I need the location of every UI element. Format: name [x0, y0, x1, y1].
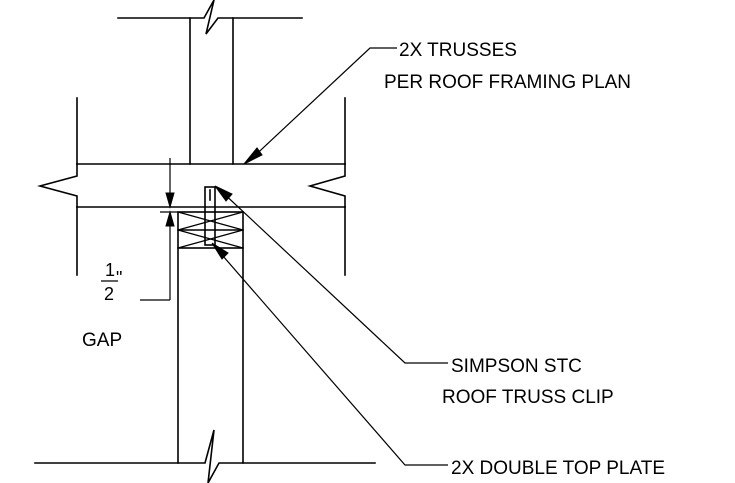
stud-wall — [34, 247, 376, 483]
label-trusses-line2: PER ROOF FRAMING PLAN — [384, 72, 631, 93]
leader-trusses — [243, 47, 397, 165]
double-top-plate — [177, 211, 244, 249]
simpson-stc-clip — [204, 186, 216, 246]
adjacent-members — [76, 97, 346, 276]
leader-top-plate — [211, 242, 448, 466]
label-clip-line1: SIMPSON STC — [451, 356, 582, 377]
label-top-plate: 2X DOUBLE TOP PLATE — [451, 458, 665, 479]
gap-fraction-numerator: 1 — [105, 260, 115, 280]
label-clip-line2: ROOF TRUSS CLIP — [442, 387, 614, 408]
upper-web-member — [117, 0, 303, 165]
gap-fraction-denominator: 2 — [104, 284, 114, 304]
label-trusses-line1: 2X TRUSSES — [399, 40, 517, 61]
leader-clip — [214, 185, 448, 364]
truss-bottom-chord — [36, 163, 346, 208]
gap-fraction-unit: " — [116, 268, 122, 288]
label-gap: GAP — [82, 330, 122, 351]
gap-dimension — [140, 158, 178, 301]
